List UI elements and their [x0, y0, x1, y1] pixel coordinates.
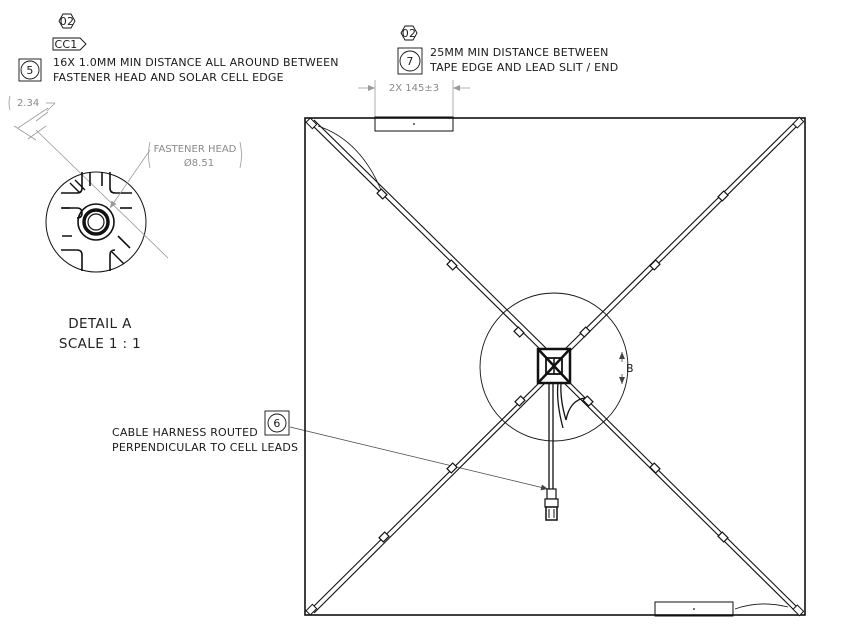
note-5: 5 16X 1.0MM MIN DISTANCE ALL AROUND BETW…	[18, 56, 339, 84]
note-7-number: 7	[406, 55, 413, 68]
note-6: 6 CABLE HARNESS ROUTED PERPENDICULAR TO …	[112, 410, 549, 491]
detail-a-title: DETAIL A	[68, 316, 132, 332]
fastener-head-label: FASTENER HEAD	[154, 144, 237, 155]
wire-clips	[376, 188, 729, 543]
rev-flag-1: 02	[58, 13, 76, 29]
note-6-line-1: CABLE HARNESS ROUTED	[112, 426, 258, 439]
fastener-dia-label: Ø8.51	[184, 157, 214, 169]
rev-flag-1-text: 02	[60, 15, 74, 28]
tape-dimension: 2X 145±3	[358, 80, 470, 117]
rev-flag-2-text: 02	[402, 27, 416, 40]
note-5-line-2: FASTENER HEAD AND SOLAR CELL EDGE	[53, 71, 284, 84]
note-6-number: 6	[273, 417, 280, 430]
junction-box	[536, 347, 572, 385]
note-7-line-1: 25MM MIN DISTANCE BETWEEN	[430, 46, 609, 59]
tape-dim-text: 2X 145±3	[389, 83, 439, 94]
solar-panel: B	[304, 116, 806, 617]
note-5-line-1: 16X 1.0MM MIN DISTANCE ALL AROUND BETWEE…	[53, 56, 339, 69]
detail-a-scale: SCALE 1 : 1	[59, 336, 141, 352]
note-7-line-2: TAPE EDGE AND LEAD SLIT / END	[429, 61, 618, 74]
note-5-number: 5	[26, 64, 33, 77]
detail-a-view: 2.34 FASTENER HEAD Ø8.51	[8, 95, 242, 273]
detail-b-circle	[479, 292, 629, 442]
detail-a-caption: DETAIL A SCALE 1 : 1	[59, 316, 141, 352]
cc-tag-text: CC1	[55, 38, 78, 51]
note-6-line-2: PERPENDICULAR TO CELL LEADS	[112, 441, 298, 454]
cable-harness	[544, 382, 586, 521]
rev-flag-2: 02	[400, 25, 418, 41]
cc-tag: CC1	[52, 37, 87, 51]
detail-dim-text: 2.34	[17, 98, 39, 109]
detail-b-label: B	[626, 362, 634, 375]
note-7: 7 25MM MIN DISTANCE BETWEEN TAPE EDGE AN…	[397, 46, 618, 75]
